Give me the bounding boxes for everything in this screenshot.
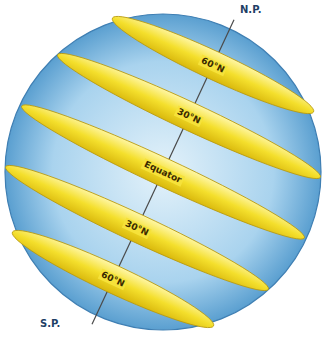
- pole-label: S.P.: [40, 318, 60, 330]
- earth-sphere: [5, 14, 321, 330]
- earth-axis: [92, 20, 234, 325]
- pole-label: N.P.: [240, 4, 261, 16]
